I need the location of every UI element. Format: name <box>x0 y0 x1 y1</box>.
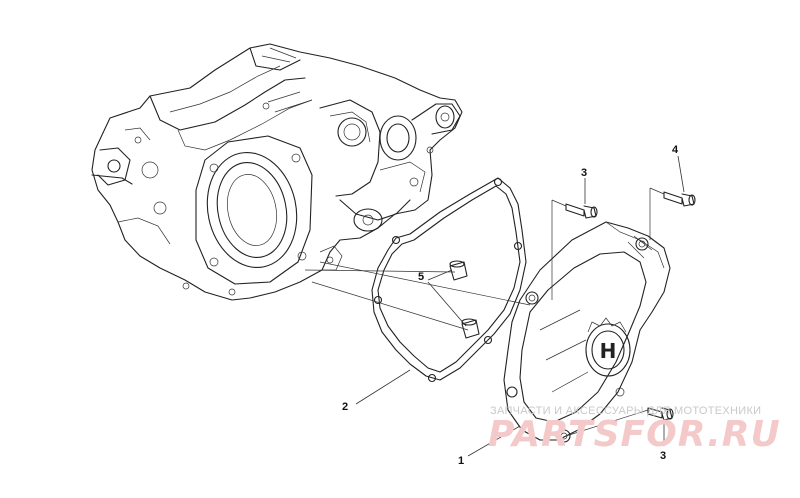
callout-3-lower: 3 <box>660 450 666 462</box>
gasket-drawing <box>371 177 527 383</box>
bolt-3-upper <box>565 203 598 219</box>
callout-4: 4 <box>672 144 679 156</box>
callout-3-upper: 3 <box>581 167 587 179</box>
assembly-lines <box>304 187 665 437</box>
crankcase-drawing <box>91 43 463 301</box>
bolt-4 <box>663 191 696 207</box>
callout-leaders <box>355 155 685 457</box>
dowel-pins-drawing <box>449 260 480 339</box>
callout-2: 2 <box>342 401 348 413</box>
ignition-cover-drawing: H <box>503 221 671 443</box>
svg-text:H: H <box>600 339 617 363</box>
watermark-brand: PARTSFOR.RU <box>488 414 781 455</box>
callout-1: 1 <box>458 455 464 467</box>
bolt-3-lower <box>647 407 674 421</box>
watermark-subtitle: ЗАПЧАСТИ И АКСЕССУАРЫ ДЛЯ МОТОТЕХНИКИ <box>490 405 761 417</box>
callout-5: 5 <box>418 271 424 283</box>
